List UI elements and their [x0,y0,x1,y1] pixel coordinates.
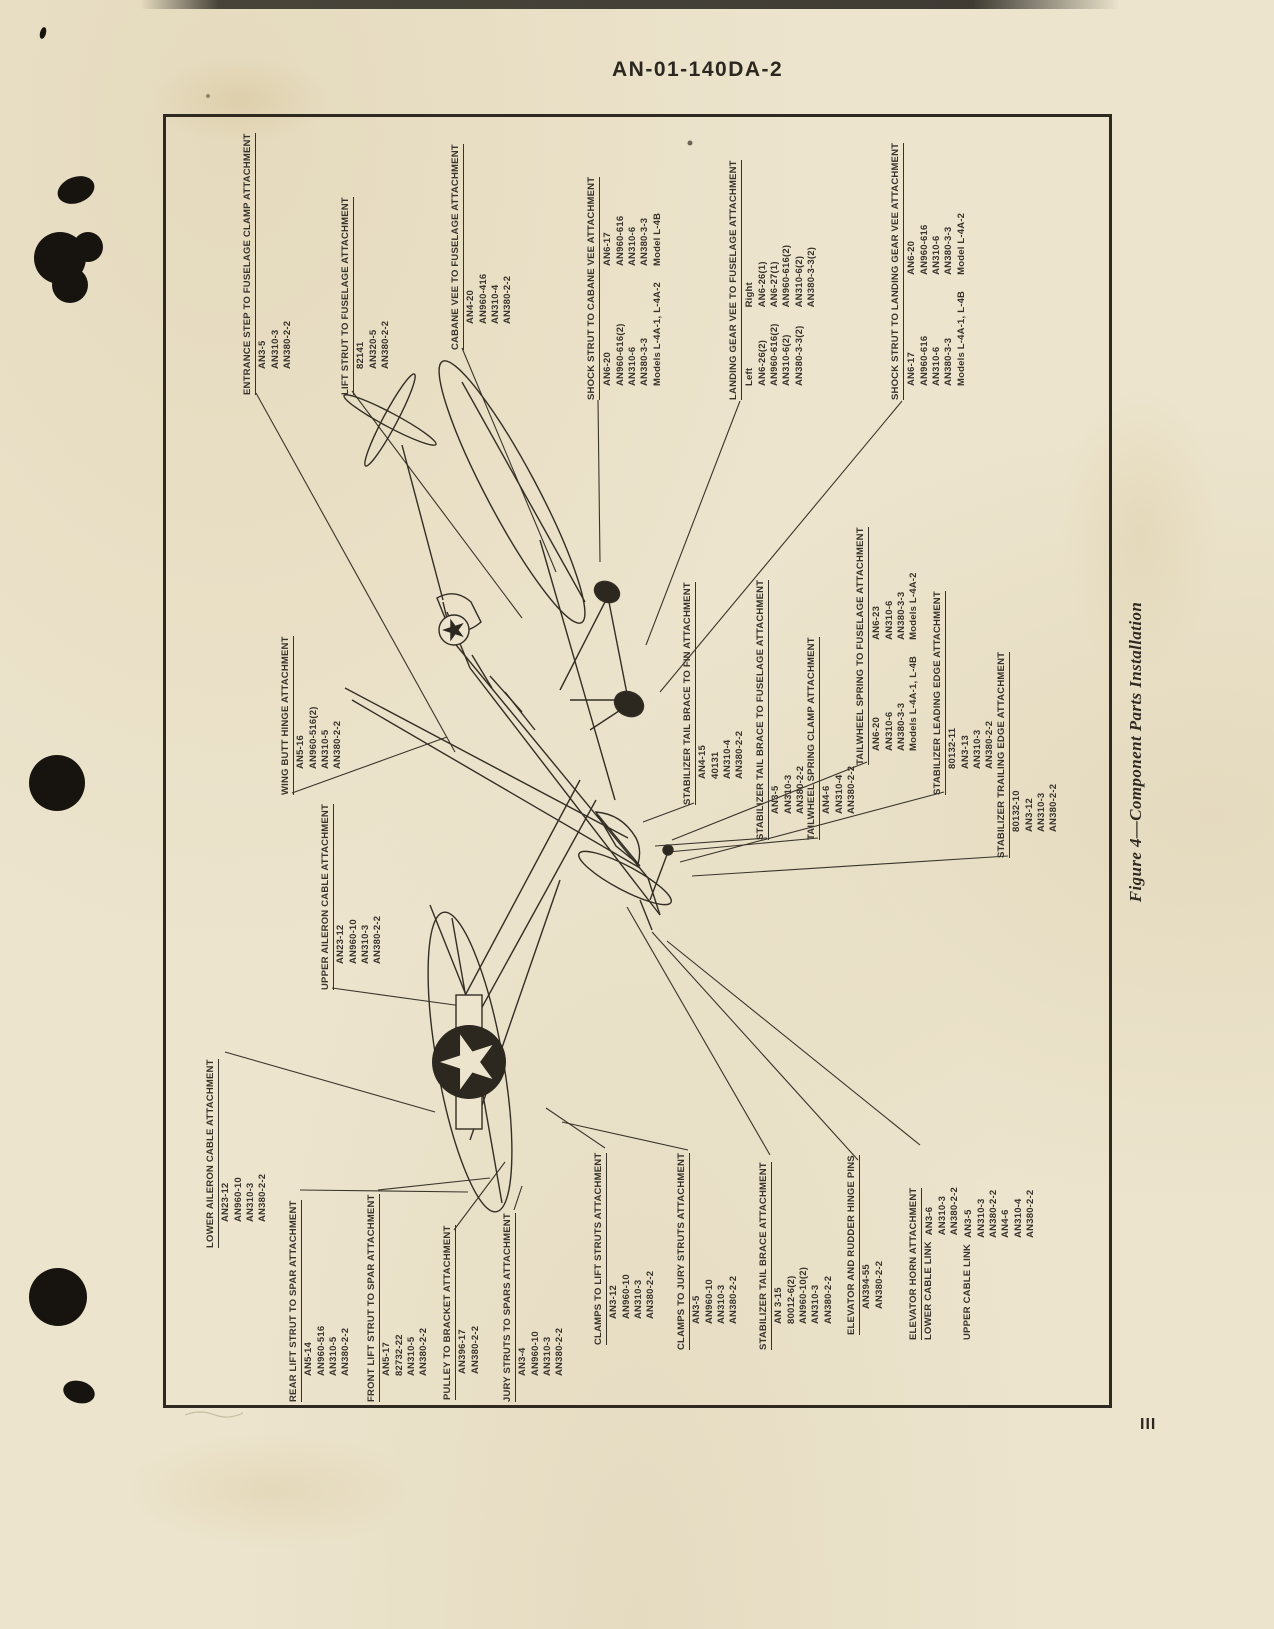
label-shock-strut-landing-gear: SHOCK STRUT TO LANDING GEAR VEE ATTACHME… [890,118,968,400]
label-title: CABANE VEE TO FUSELAGE ATTACHMENT [450,144,465,350]
upper-cable-link-parts: AN3-5 AN310-3 AN380-2-2 AN4-6 AN310-4 AN… [963,1189,1037,1238]
label-title: WING BUTT HINGE ATTACHMENT [280,636,295,795]
label-parts: AN 3-15 80012-6(2) AN960-10(2) AN310-3 A… [773,1266,834,1324]
figure-frame [163,114,1112,1408]
label-title: CLAMPS TO LIFT STRUTS ATTACHMENT [593,1152,608,1345]
label-tailwheel-spring-clamp: TAILWHEEL SPRING CLAMP ATTACHMENT AN4-6 … [806,610,858,840]
label-parts: AN3-4 AN960-10 AN310-3 AN380-2-2 [517,1327,566,1376]
label-title: PULLEY TO BRACKET ATTACHMENT [442,1225,457,1400]
label-parts: AN394-55 AN380-2-2 [861,1260,885,1309]
label-title: ELEVATOR AND RUDDER HINGE PINS [846,1155,861,1335]
label-parts: AN3-5 AN310-3 AN380-2-2 [770,765,807,814]
label-stab-leading-edge: STABILIZER LEADING EDGE ATTACHMENT 80132… [932,570,997,795]
label-title: STABILIZER LEADING EDGE ATTACHMENT [932,591,947,795]
label-pulley-bracket: PULLEY TO BRACKET ATTACHMENT AN396-17 AN… [442,1225,482,1400]
label-title: FRONT LIFT STRUT TO SPAR ATTACHMENT [366,1194,381,1402]
label-parts-left: AN6-17 AN960-616 AN310-6 AN380-3-3 Model… [906,290,967,386]
label-title: STABILIZER TAIL BRACE TO FIN ATTACHMENT [682,582,697,805]
label-elevator-horn: ELEVATOR HORN ATTACHMENT LOWER CABLE LIN… [908,1140,1037,1340]
label-parts-left: AN6-20 AN310-6 AN380-3-3 Models L-4A-1, … [871,655,920,751]
page-number: III [1140,1416,1157,1433]
label-front-lift-strut-spar: FRONT LIFT STRUT TO SPAR ATTACHMENT AN5-… [366,1184,431,1402]
label-parts: AN5-16 AN960-516(2) AN310-5 AN380-2-2 [295,706,344,769]
scan-edge-shadow [140,0,1120,9]
label-title: REAR LIFT STRUT TO SPAR ATTACHMENT [288,1200,303,1402]
label-title: UPPER AILERON CABLE ATTACHMENT [320,804,335,990]
label-parts-right: AN6-20 AN960-616 AN310-6 AN380-3-3 Model… [906,212,967,275]
upper-cable-link-label: UPPER CABLE LINK [962,1243,974,1340]
label-title: STABILIZER TRAILING EDGE ATTACHMENT [996,651,1011,858]
label-jury-struts-spars: JURY STRUTS TO SPARS ATTACHMENT AN3-4 AN… [502,1207,567,1402]
label-parts: 80132-10 AN3-12 AN310-3 AN380-2-2 [1011,783,1060,832]
label-parts-left: AN6-20 AN960-616(2) AN310-6 AN380-3-3 Mo… [602,282,663,386]
label-lift-strut-fuselage: LIFT STRUT TO FUSELAGE ATTACHMENT 82141 … [340,150,392,395]
label-wing-butt-hinge: WING BUTT HINGE ATTACHMENT AN5-16 AN960-… [280,630,345,795]
label-parts: AN4-15 40131 AN310-4 AN380-2-2 [697,730,746,779]
lower-cable-link-parts: AN3-6 AN310-3 AN380-2-2 [924,1187,961,1236]
label-title: LIFT STRUT TO FUSELAGE ATTACHMENT [340,197,355,395]
label-title: CLAMPS TO JURY STRUTS ATTACHMENT [676,1152,691,1350]
label-parts: 80132-11 AN3-13 AN310-3 AN380-2-2 [947,720,996,769]
label-title: STABILIZER TAIL BRACE ATTACHMENT [758,1162,773,1350]
label-title: TAILWHEEL SPRING CLAMP ATTACHMENT [806,637,821,840]
label-clamps-lift-struts: CLAMPS TO LIFT STRUTS ATTACHMENT AN3-12 … [593,1145,658,1345]
label-title: JURY STRUTS TO SPARS ATTACHMENT [502,1213,517,1402]
label-parts: AN5-17 82732-22 AN310-5 AN380-2-2 [381,1327,430,1376]
label-parts: AN5-14 AN960-516 AN310-5 AN380-2-2 [303,1325,352,1376]
label-parts: AN3-5 AN310-3 AN380-2-2 [257,320,294,369]
paper-stain [120,1430,420,1550]
label-elevator-rudder-hinge-pins: ELEVATOR AND RUDDER HINGE PINS AN394-55 … [846,1150,886,1335]
label-cabane-vee: CABANE VEE TO FUSELAGE ATTACHMENT AN4-20… [450,122,515,350]
label-title: STABILIZER TAIL BRACE TO FUSELAGE ATTACH… [755,579,770,840]
label-stab-tail-brace-fuselage: STABILIZER TAIL BRACE TO FUSELAGE ATTACH… [755,568,807,840]
figure-caption: Figure 4—Component Parts Installation [1126,601,1145,903]
label-upper-aileron-cable: UPPER AILERON CABLE ATTACHMENT AN23-12 A… [320,804,385,990]
label-rear-lift-strut-spar: REAR LIFT STRUT TO SPAR ATTACHMENT AN5-1… [288,1187,353,1402]
label-tailwheel-spring-fuselage: TAILWHEEL SPRING TO FUSELAGE ATTACHMENT … [855,515,921,765]
label-stab-trailing-edge: STABILIZER TRAILING EDGE ATTACHMENT 8013… [996,628,1061,858]
label-parts: AN4-6 AN310-4 AN380-2-2 [821,765,858,814]
label-landing-gear-vee: LANDING GEAR VEE TO FUSELAGE ATTACHMENT … [728,122,818,400]
label-title: SHOCK STRUT TO LANDING GEAR VEE ATTACHME… [890,142,905,400]
lower-cable-link-label: LOWER CABLE LINK [923,1241,935,1340]
label-parts-right: Right AN6-26(1) AN6-27(1) AN960-616(2) A… [744,244,818,308]
label-parts: AN23-12 AN960-10 AN310-3 AN380-2-2 [335,915,384,964]
label-parts: AN3-5 AN960-10 AN310-3 AN380-2-2 [691,1275,740,1324]
label-title: ELEVATOR HORN ATTACHMENT [908,1187,923,1340]
label-lower-aileron-cable: LOWER AILERON CABLE ATTACHMENT AN23-12 A… [205,1048,270,1248]
label-title: TAILWHEEL SPRING TO FUSELAGE ATTACHMENT [855,527,870,765]
label-parts: AN396-17 AN380-2-2 [457,1325,481,1374]
label-parts: AN3-12 AN960-10 AN310-3 AN380-2-2 [608,1270,657,1319]
label-parts-left: Left AN6-26(2) AN960-616(2) AN310-6(2) A… [744,323,805,386]
label-parts-right: AN6-23 AN310-6 AN380-3-3 Models L-4A-2 [871,572,920,640]
document-number: AN-01-140DA-2 [612,58,784,81]
label-stab-tail-brace-fin: STABILIZER TAIL BRACE TO FIN ATTACHMENT … [682,567,747,805]
label-title: ENTRANCE STEP TO FUSELAGE CLAMP ATTACHME… [242,133,257,395]
label-entrance-step: ENTRANCE STEP TO FUSELAGE CLAMP ATTACHME… [242,133,294,395]
label-parts: AN23-12 AN960-10 AN310-3 AN380-2-2 [220,1173,269,1222]
label-title: SHOCK STRUT TO CABANE VEE ATTACHMENT [586,176,601,400]
label-shock-strut-cabane-vee: SHOCK STRUT TO CABANE VEE ATTACHMENT AN6… [586,122,664,400]
label-parts: 82141 AN320-5 AN380-2-2 [355,320,392,369]
label-parts: AN4-20 AN960-416 AN310-4 AN380-2-2 [465,273,514,324]
label-title: LOWER AILERON CABLE ATTACHMENT [205,1059,220,1248]
label-stab-tail-brace: STABILIZER TAIL BRACE ATTACHMENT AN 3-15… [758,1152,835,1350]
label-parts-right: AN6-17 AN960-616 AN310-6 AN380-3-3 Model… [602,212,663,267]
label-clamps-jury-struts: CLAMPS TO JURY STRUTS ATTACHMENT AN3-5 A… [676,1148,741,1350]
label-title: LANDING GEAR VEE TO FUSELAGE ATTACHMENT [728,160,743,400]
pencil-smudge [184,1411,244,1418]
